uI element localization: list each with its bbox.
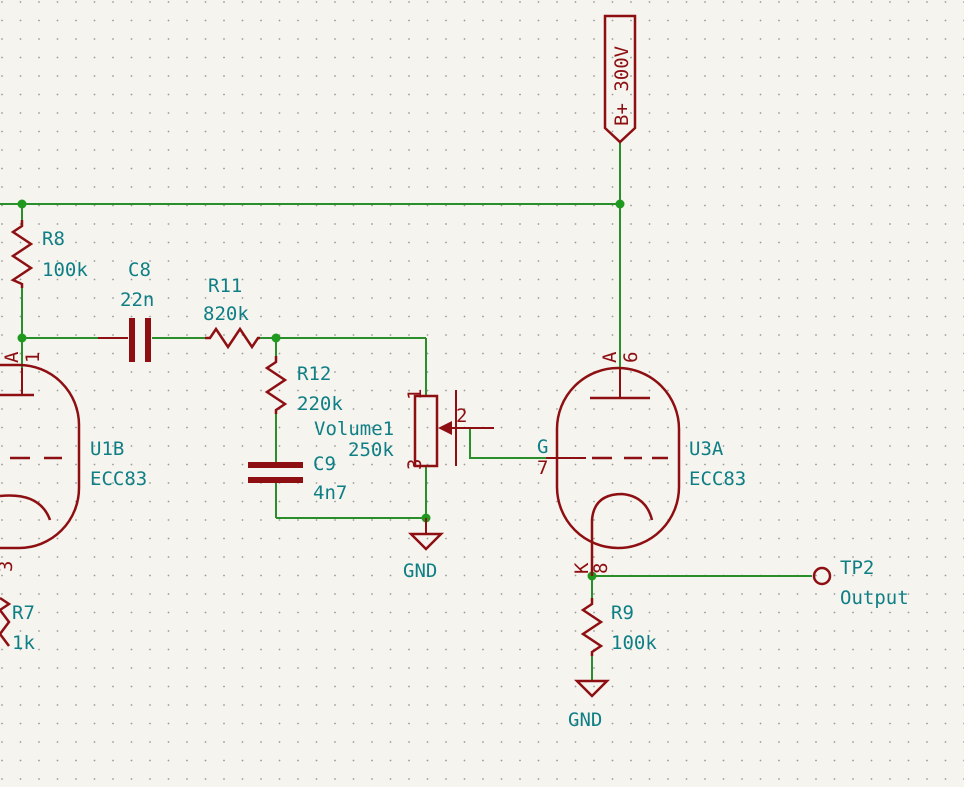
r9-ref: R9 [611, 602, 634, 624]
resistor-r12[interactable]: R12 220k [264, 356, 343, 415]
junction-dot [615, 199, 625, 209]
resistor-symbol [205, 326, 260, 350]
u1b-value: ECC83 [90, 468, 147, 490]
testpoint-circle [812, 566, 832, 586]
u3a-cathode-label: K [571, 562, 593, 574]
c8-ref: C8 [128, 259, 151, 281]
r9-value: 100k [611, 632, 657, 654]
u3a-cathode-pin: 8 [590, 563, 612, 574]
pot-body [413, 394, 439, 468]
tube-u1b[interactable]: A 1 3 U1B ECC83 [0, 351, 147, 572]
potentiometer-volume1[interactable]: 1 2 3 Volume1 250k [314, 389, 494, 470]
u3a-grid-pin: 7 [537, 457, 548, 479]
r12-value: 220k [297, 393, 343, 415]
gnd-label: GND [568, 709, 602, 731]
pot-wiper-arrow [438, 421, 452, 435]
resistor-symbol [0, 596, 12, 647]
c9-value: 4n7 [313, 482, 347, 504]
u1b-cathode-pin: 3 [0, 561, 17, 572]
u1b-anode-label: A [1, 351, 23, 363]
u3a-ref: U3A [689, 438, 724, 460]
volume1-pin2: 2 [456, 405, 467, 427]
resistor-r11[interactable]: R11 820k [203, 275, 260, 350]
resistor-symbol [264, 356, 288, 414]
gnd-triangle [573, 679, 611, 698]
gnd-symbol-volume: GND [403, 518, 445, 582]
u3a-value: ECC83 [689, 468, 746, 490]
junction-dot [17, 333, 27, 343]
testpoint-tp2[interactable]: TP2 Output [812, 557, 909, 609]
u3a-anode-label: A [599, 351, 621, 363]
r12-ref: R12 [297, 363, 331, 385]
capacitor-c8[interactable]: C8 22n [98, 259, 154, 362]
tube-cathode [590, 492, 654, 576]
volume1-pin1: 1 [404, 389, 426, 400]
resistor-symbol [580, 598, 604, 656]
resistor-r8[interactable]: R8 100k [10, 220, 88, 288]
power-flag-bplus[interactable]: B+ 300V [603, 14, 637, 144]
junctions [17, 199, 625, 581]
r8-ref: R8 [42, 228, 65, 250]
c8-value: 22n [120, 289, 154, 311]
power-flag-shape [603, 14, 637, 144]
wires [0, 142, 812, 680]
c9-ref: C9 [313, 453, 336, 475]
r8-value: 100k [42, 259, 88, 281]
wire-wiper-to-grid [469, 428, 546, 459]
capacitor-c9[interactable]: C9 4n7 [248, 453, 347, 504]
r11-ref: R11 [208, 275, 242, 297]
gnd-symbol-r9: GND [568, 679, 611, 731]
resistor-r7[interactable]: R7 1k [0, 596, 35, 654]
volume1-ref: Volume1 [314, 418, 394, 440]
volume1-value: 250k [348, 439, 394, 461]
u1b-ref: U1B [90, 438, 124, 460]
gnd-triangle [407, 532, 445, 551]
u1b-anode-pin: 1 [22, 352, 44, 363]
resistor-symbol [10, 220, 34, 288]
tube-cathode-arc [0, 494, 52, 521]
tube-u3a[interactable]: A 6 G 7 K 8 U3A ECC83 [537, 351, 746, 576]
volume1-pin3: 3 [404, 459, 426, 470]
power-flag-label: B+ 300V [611, 46, 633, 126]
u3a-grid-label: G [537, 436, 548, 458]
tube-envelope [0, 363, 81, 550]
r11-value: 820k [203, 303, 249, 325]
junction-dot [271, 333, 281, 343]
r7-ref: R7 [12, 602, 35, 624]
tp2-value: Output [840, 587, 909, 609]
junction-dot [17, 199, 27, 209]
u3a-anode-pin: 6 [620, 352, 642, 363]
gnd-label: GND [403, 560, 437, 582]
r7-value: 1k [12, 632, 35, 654]
tp2-ref: TP2 [840, 557, 874, 579]
resistor-r9[interactable]: R9 100k [580, 598, 657, 656]
